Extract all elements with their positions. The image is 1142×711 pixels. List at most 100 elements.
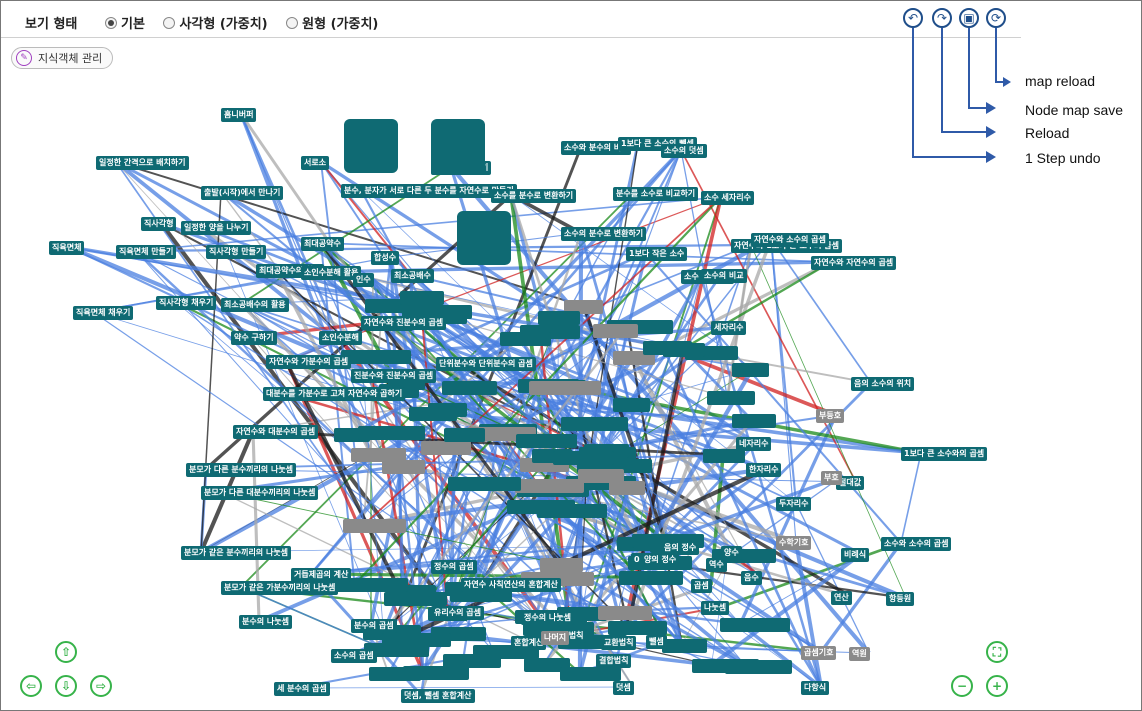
graph-node[interactable] [400, 291, 445, 306]
graph-node[interactable] [381, 632, 451, 647]
graph-node[interactable]: 혼합계산 [511, 636, 547, 650]
graph-node[interactable]: 두자리수 [776, 497, 812, 511]
graph-node[interactable]: 나눗셈 [701, 601, 730, 615]
graph-node[interactable]: 덧셈, 뺄셈 혼합계산 [401, 689, 475, 703]
graph-node[interactable]: 소수의 분수로 변환하기 [561, 227, 647, 241]
graph-node[interactable]: 분수의 곱셈 [351, 619, 397, 633]
graph-node[interactable] [409, 406, 458, 421]
radio-circle-weighted[interactable]: 원형 (가중치) [286, 13, 378, 32]
graph-node[interactable]: 뺄셈 [646, 635, 667, 649]
graph-node[interactable]: 절대값 [836, 476, 865, 490]
graph-node[interactable]: 소수의 곱셈 [331, 649, 377, 663]
graph-node[interactable]: 소인수분해 활용 [301, 266, 362, 280]
graph-node[interactable]: 수학기호 [776, 536, 812, 550]
graph-node[interactable]: 직육면체 [49, 241, 85, 255]
graph-node[interactable] [500, 332, 552, 347]
graph-node[interactable] [563, 300, 603, 315]
graph-node[interactable]: 출발(시작)에서 만나기 [201, 186, 284, 200]
graph-node[interactable] [707, 391, 756, 406]
graph-node[interactable]: 곱셈기호 [801, 646, 837, 660]
graph-node[interactable] [597, 606, 652, 621]
graph-node[interactable] [365, 298, 406, 313]
graph-node[interactable]: 합성수 [371, 251, 400, 265]
save-button[interactable]: ▣ [959, 8, 979, 28]
graph-node[interactable]: 분수, 분자가 서로 다른 두 분수를 자연수로 만들기 [341, 184, 517, 198]
graph-node[interactable]: 세 분수의 곱셈 [274, 682, 330, 696]
radio-rectangle-weighted[interactable]: 사각형 (가중치) [163, 13, 268, 32]
graph-node[interactable]: 분모가 다른 분수끼리의 나눗셈 [186, 463, 297, 477]
graph-node[interactable]: 서로소 [301, 156, 330, 170]
graph-node[interactable] [661, 638, 707, 653]
graph-node[interactable] [381, 459, 425, 474]
graph-node[interactable]: 진분수와 진분수의 곱셈 [351, 369, 437, 383]
graph-node[interactable] [334, 578, 408, 593]
graph-node[interactable] [691, 658, 759, 673]
formula-card-node[interactable] [457, 211, 511, 265]
graph-node[interactable]: 다항식 [801, 681, 830, 695]
graph-node[interactable]: 최대공약수 [301, 237, 344, 251]
graph-node[interactable]: 0 [631, 553, 643, 567]
graph-node[interactable]: 직사각형 채우기 [156, 296, 217, 310]
graph-node[interactable] [443, 427, 485, 442]
graph-node[interactable] [343, 519, 407, 534]
pan-left-button[interactable]: ⇦ [20, 675, 42, 697]
graph-node[interactable]: 약수 구하기 [231, 331, 277, 345]
graph-node[interactable]: 홈니버퍼 [221, 108, 257, 122]
graph-node[interactable]: 정수의 곱셈 [431, 560, 477, 574]
graph-node[interactable]: 결합법칙 [596, 654, 632, 668]
graph-node[interactable]: 음의 소수의 위치 [851, 377, 915, 391]
graph-node[interactable]: 최소공배수 [391, 269, 434, 283]
graph-node[interactable]: 소수와 분수의 비교 [561, 141, 632, 155]
graph-node[interactable]: 직육면체 만들기 [116, 245, 177, 259]
graph-node[interactable] [732, 362, 770, 377]
graph-node[interactable]: 네자리수 [736, 437, 772, 451]
graph-node[interactable] [552, 451, 614, 466]
graph-node[interactable]: 분수의 나눗셈 [239, 615, 292, 629]
graph-node[interactable] [559, 667, 621, 682]
graph-node[interactable]: 연산 [831, 591, 852, 605]
graph-node[interactable]: 소수 세자리수 [701, 191, 754, 205]
graph-node[interactable]: 부등호 [816, 409, 845, 423]
graph-node[interactable]: 자연수 사칙연산의 혼합계산 [461, 578, 561, 592]
graph-node[interactable]: 비례식 [841, 548, 870, 562]
graph-node[interactable] [720, 617, 791, 632]
graph-node[interactable] [732, 414, 777, 429]
graph-node[interactable]: 분모가 같은 분수끼리의 나눗셈 [181, 546, 292, 560]
graph-node[interactable] [515, 434, 577, 449]
graph-node[interactable] [663, 342, 706, 357]
pan-right-button[interactable]: ⇨ [90, 675, 112, 697]
graph-node[interactable]: 소수를 분수로 변환하기 [491, 189, 577, 203]
graph-node[interactable] [538, 310, 581, 325]
knowledge-object-manage-button[interactable]: ✎ 지식객체 관리 [11, 47, 114, 69]
reload-button[interactable]: ↷ [932, 8, 952, 28]
graph-node[interactable] [441, 380, 497, 395]
graph-node[interactable]: 분수를 소수로 비교하기 [613, 187, 699, 201]
formula-card-node[interactable] [431, 119, 485, 173]
graph-node[interactable]: 소인수분해 [319, 331, 362, 345]
graph-node[interactable] [577, 469, 624, 484]
graph-node[interactable] [351, 447, 406, 462]
zoom-in-button[interactable]: + [986, 675, 1008, 697]
graph-node[interactable]: 양수 [721, 546, 742, 560]
graph-node[interactable] [619, 571, 684, 586]
undo-button[interactable]: ↶ [903, 8, 923, 28]
graph-node[interactable]: 항등원 [886, 592, 915, 606]
graph-node[interactable] [528, 380, 601, 395]
pan-up-button[interactable]: ⇧ [55, 641, 77, 663]
graph-node[interactable]: 소수의 비교 [701, 269, 747, 283]
graph-node[interactable]: 세자리수 [711, 321, 747, 335]
graph-node[interactable]: 대분수를 가분수로 고쳐 자연수와 곱하기 [263, 387, 406, 401]
graph-node[interactable] [507, 500, 576, 515]
graph-node[interactable]: 일정한 양을 나누기 [181, 221, 252, 235]
graph-node[interactable]: 소수와 소수의 곱셈 [881, 537, 952, 551]
graph-node[interactable] [515, 479, 585, 494]
graph-node[interactable]: 음의 정수 [661, 541, 700, 555]
graph-node[interactable] [613, 397, 651, 412]
graph-node[interactable]: 음수 [741, 571, 762, 585]
zoom-out-button[interactable]: − [951, 675, 973, 697]
graph-node[interactable]: 자연수와 대분수의 곱셈 [233, 425, 319, 439]
graph-node[interactable] [448, 476, 522, 491]
graph-node[interactable]: 1보다 작은 소수 [626, 247, 688, 261]
graph-node[interactable]: 일정한 간격으로 배치하기 [96, 156, 189, 170]
graph-node[interactable] [368, 667, 421, 682]
